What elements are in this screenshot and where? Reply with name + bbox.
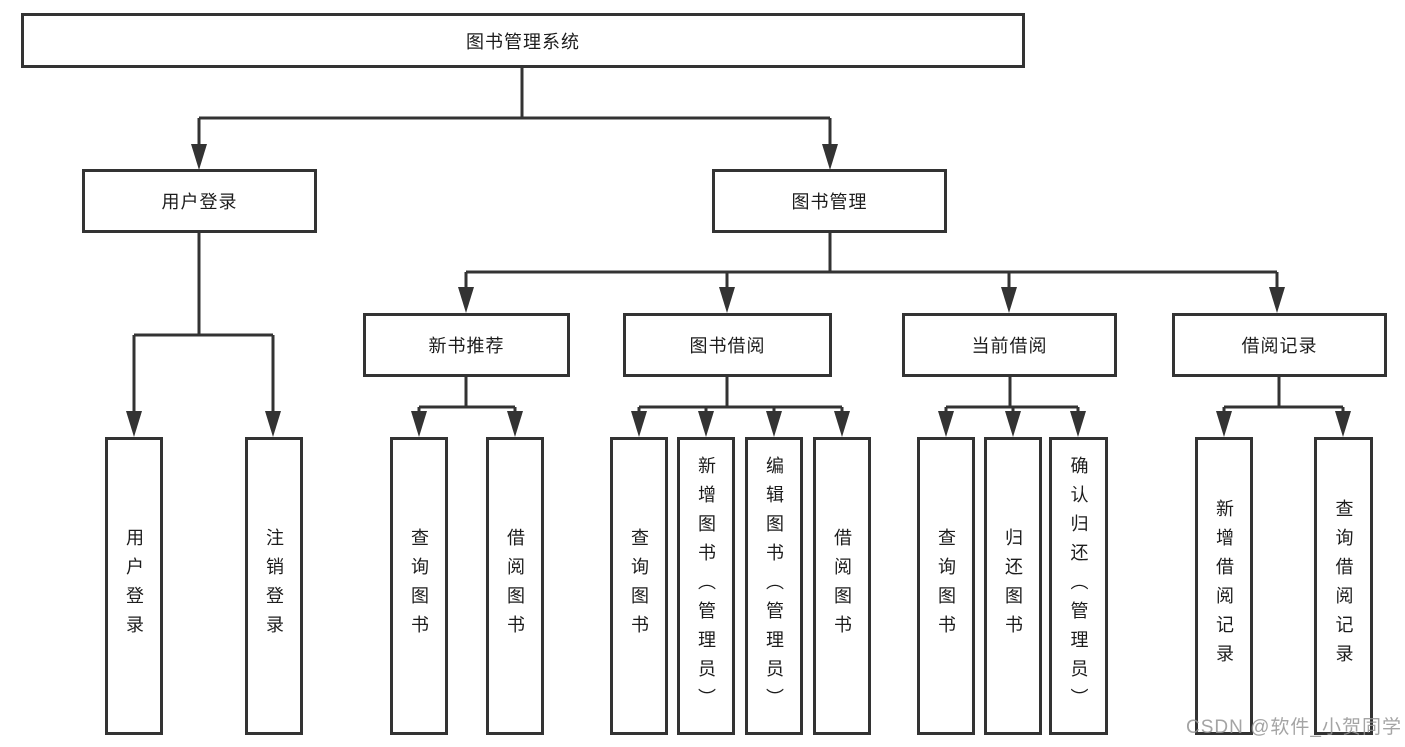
leaf-confirm-return-admin: 确认归还（管理员） [1049,437,1108,735]
node-root: 图书管理系统 [21,13,1025,68]
leaf-add-books-admin-label: 新增图书（管理员） [696,455,716,717]
node-new-book-recommendation-label: 新书推荐 [428,336,505,356]
leaf-borrow-books-borrowing-label: 借阅图书 [832,528,852,644]
leaf-user-login: 用户登录 [105,437,163,735]
node-current-borrowing-label: 当前借阅 [971,336,1048,356]
leaf-return-books-label: 归还图书 [1003,528,1023,644]
node-book-management: 图书管理 [712,169,947,233]
leaf-query-books-recommend: 查询图书 [390,437,448,735]
leaf-borrow-books-recommend: 借阅图书 [486,437,544,735]
node-borrowing-records: 借阅记录 [1172,313,1387,377]
leaf-edit-books-admin-label: 编辑图书（管理员） [764,455,784,717]
leaf-query-borrow-record: 查询借阅记录 [1314,437,1373,735]
leaf-query-books-current-label: 查询图书 [936,528,956,644]
csdn-watermark: CSDN @软件_小贺同学 [1186,717,1402,738]
leaf-logout-label: 注销登录 [264,528,284,644]
leaf-logout: 注销登录 [245,437,303,735]
node-root-label: 图书管理系统 [466,31,580,52]
node-user-login-label: 用户登录 [161,192,238,212]
leaf-add-borrow-record-label: 新增借阅记录 [1214,499,1234,673]
leaf-query-books-borrowing: 查询图书 [610,437,668,735]
leaf-borrow-books-borrowing: 借阅图书 [813,437,871,735]
leaf-query-books-current: 查询图书 [917,437,975,735]
leaf-confirm-return-admin-label: 确认归还（管理员） [1068,455,1089,717]
leaf-query-borrow-record-label: 查询借阅记录 [1333,499,1354,673]
node-current-borrowing: 当前借阅 [902,313,1117,377]
node-book-borrowing: 图书借阅 [623,313,832,377]
leaf-query-books-borrowing-label: 查询图书 [629,528,649,644]
node-book-management-label: 图书管理 [791,192,868,212]
leaf-query-books-recommend-label: 查询图书 [409,528,429,644]
leaf-return-books: 归还图书 [984,437,1042,735]
leaf-edit-books-admin: 编辑图书（管理员） [745,437,803,735]
node-book-borrowing-label: 图书借阅 [689,336,766,356]
leaf-add-borrow-record: 新增借阅记录 [1195,437,1253,735]
leaf-borrow-books-recommend-label: 借阅图书 [505,528,525,644]
node-user-login: 用户登录 [82,169,317,233]
leaf-add-books-admin: 新增图书（管理员） [677,437,735,735]
node-new-book-recommendation: 新书推荐 [363,313,570,377]
leaf-user-login-label: 用户登录 [124,528,144,644]
node-borrowing-records-label: 借阅记录 [1241,336,1318,356]
